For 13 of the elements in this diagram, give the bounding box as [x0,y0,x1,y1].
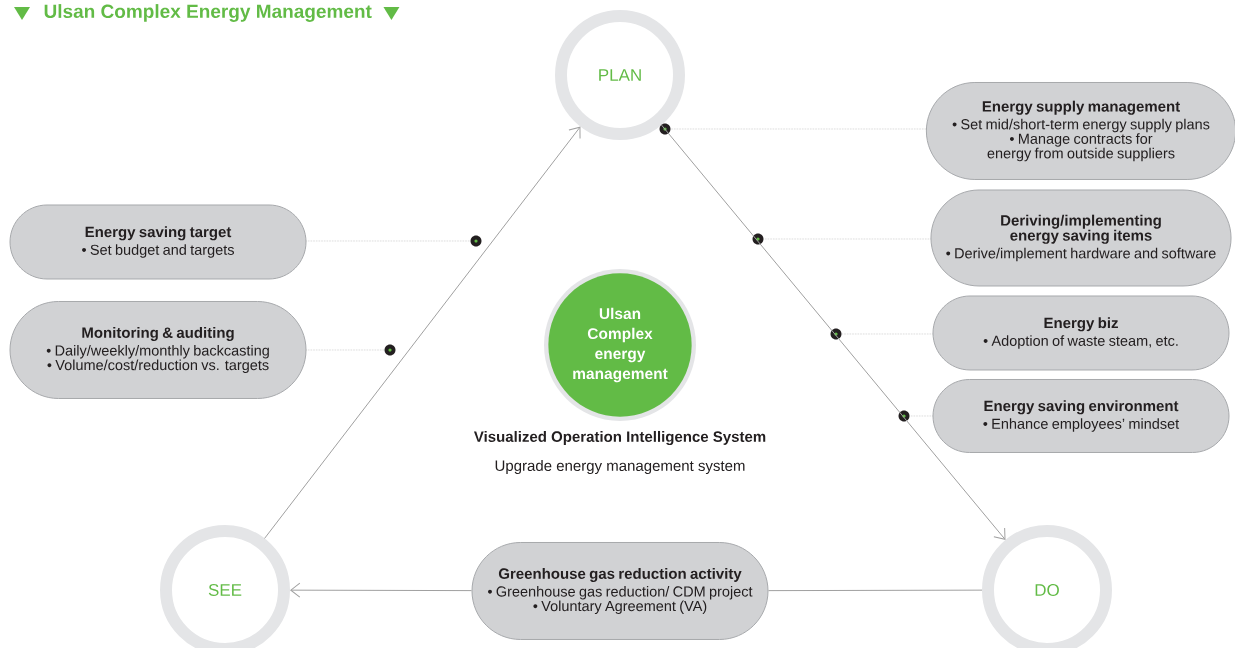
activity-box: Energy supply management • Set mid/short-term energy supply plans • Manage contracts for energy from outside suppliers [925,82,1235,180]
connector-line [768,589,983,592]
activity-box: Energy saving environment • Enhance employees’ mindset [932,379,1230,453]
activity-box: Greenhouse gas reduction activity • Greenhouse gas reduction/ CDM project • Voluntary Agreement (VA) [471,542,769,640]
arrow [264,126,581,539]
arrow [661,124,1006,540]
activity-box: Monitoring & auditing • Daily/weekly/monthly backcasting • Volume/cost/reduction vs. targets [9,301,307,399]
arrow [290,582,472,598]
subtitle: Upgrade energy management system [495,460,745,474]
activity-box: Deriving/implementing energy saving items • Derive/implement hardware and software [930,189,1232,287]
activity-box: Energy biz • Adoption of waste steam, etc. [932,295,1230,371]
activity-box: Energy saving target • Set budget and targets [9,204,307,280]
title: Ulsan Complex Energy Management [44,4,372,22]
